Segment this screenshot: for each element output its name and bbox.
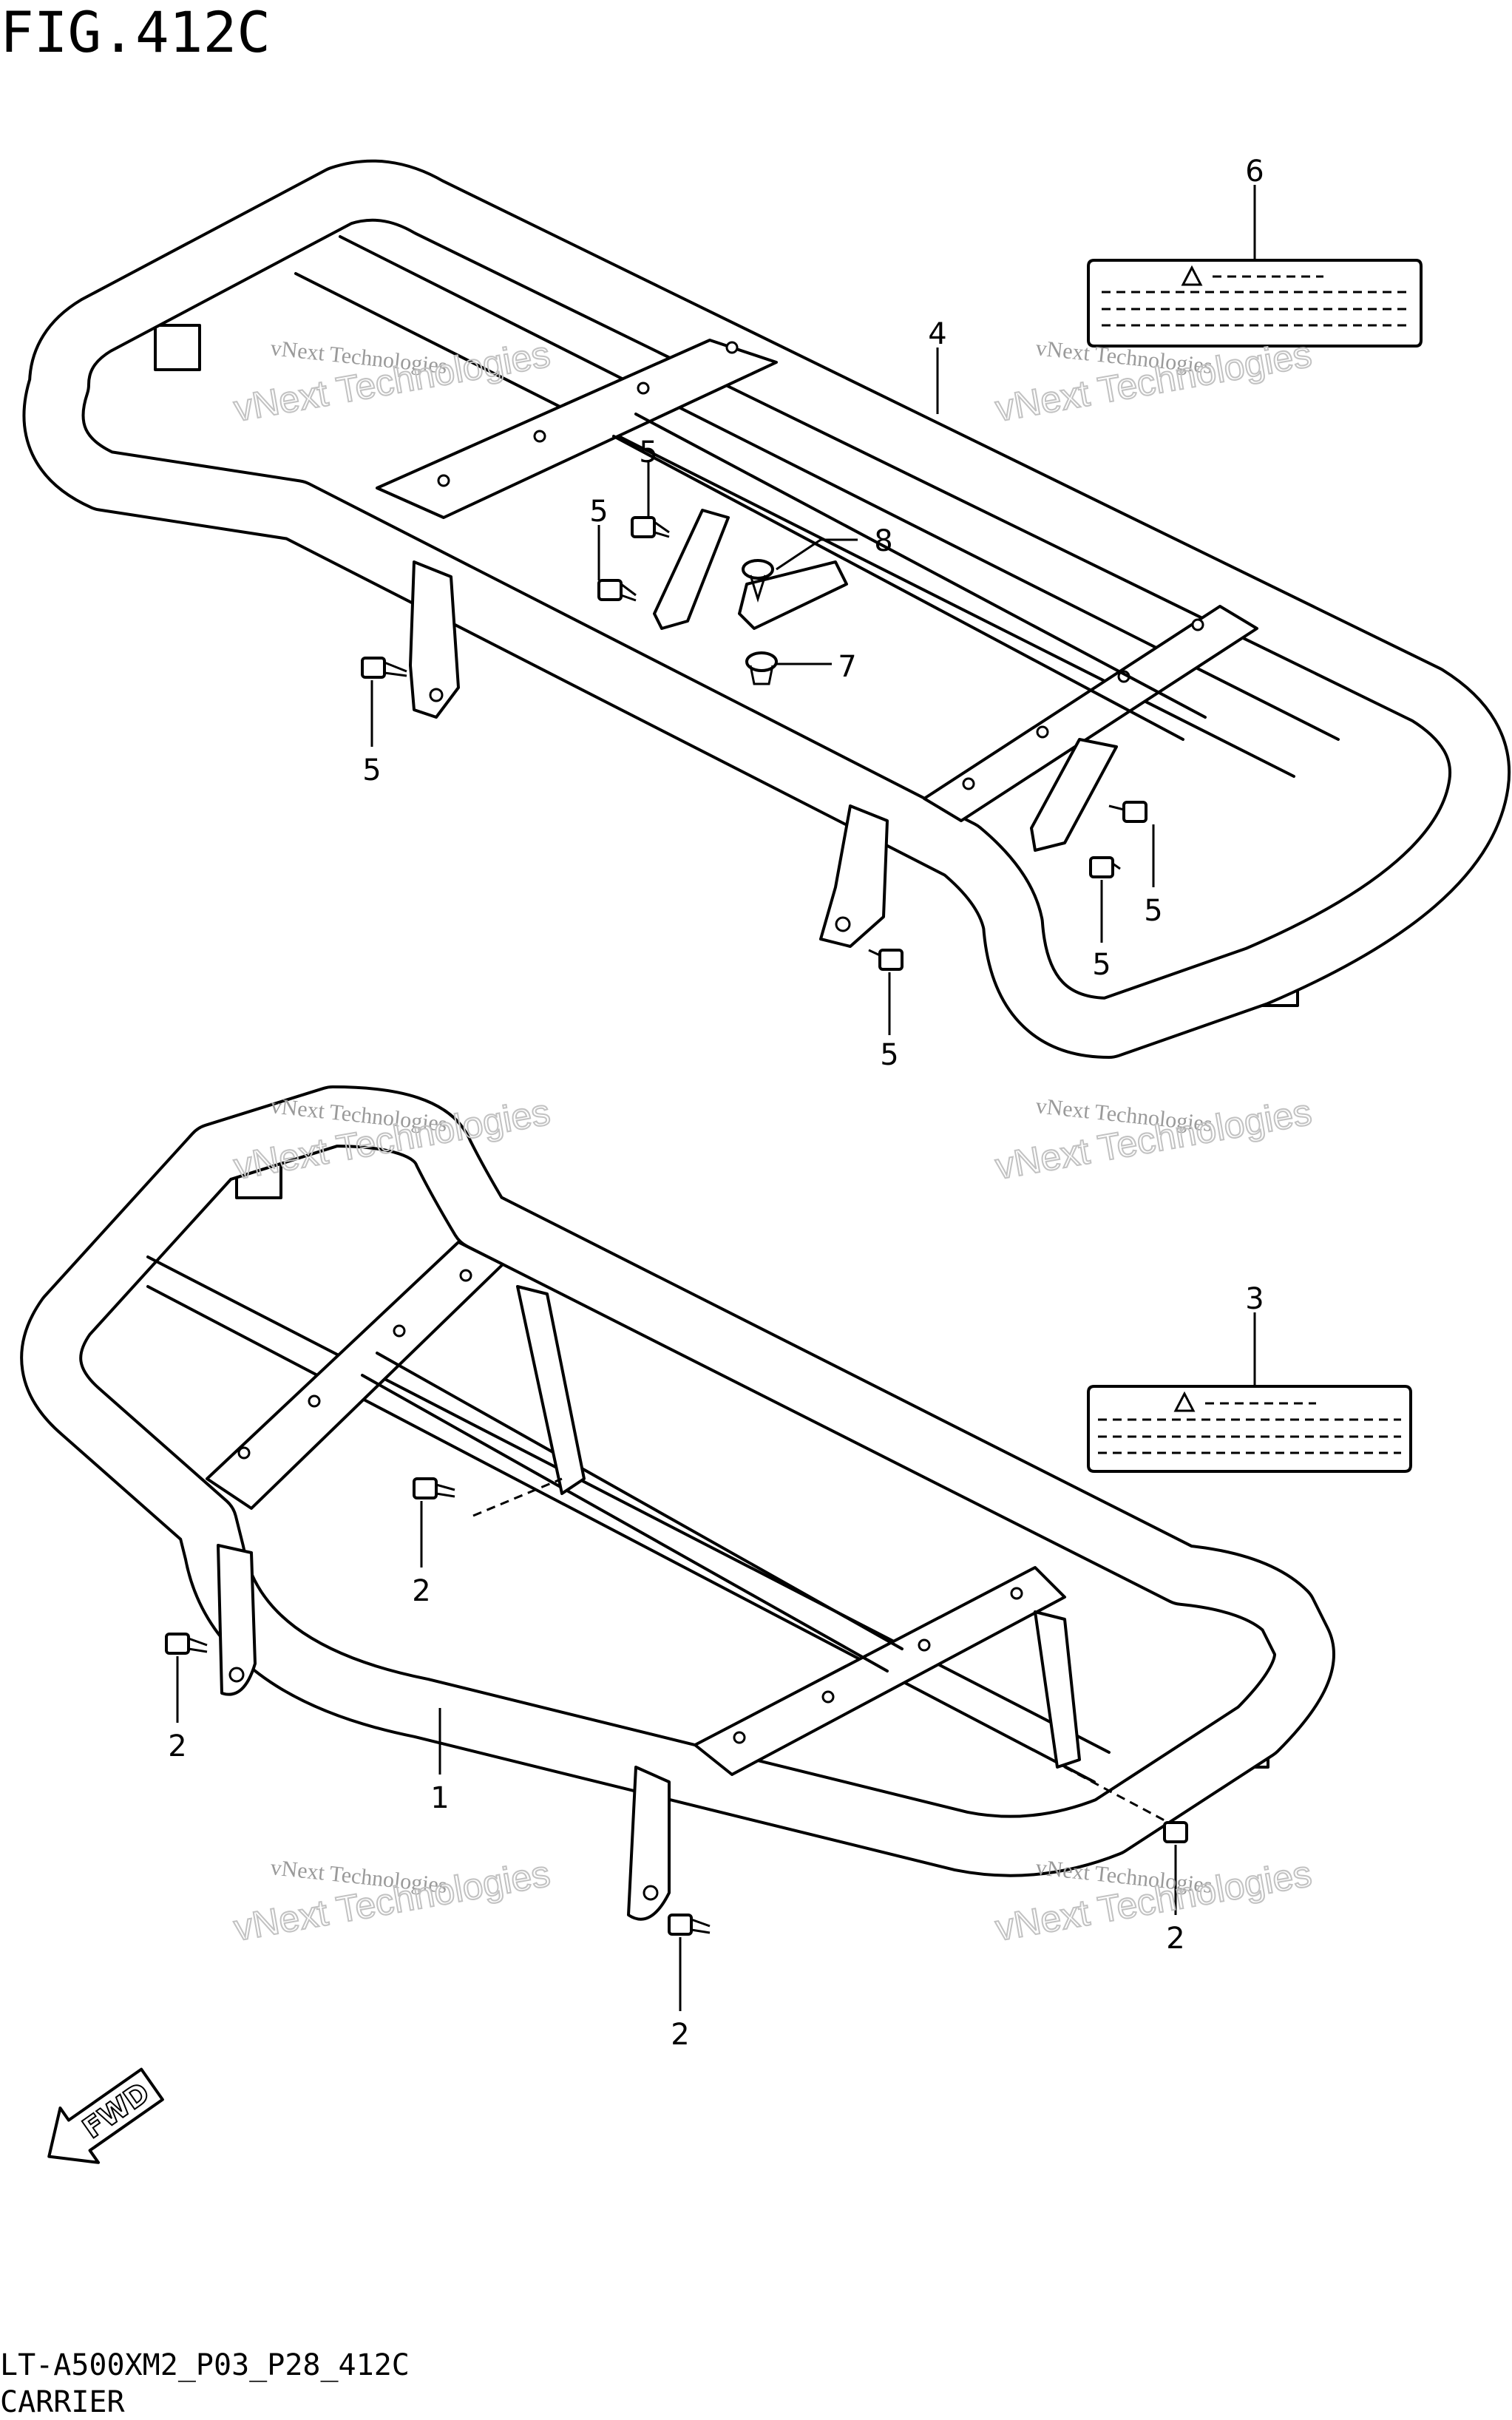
- nut-7: [745, 651, 778, 685]
- bolt-5-b: [631, 516, 670, 538]
- figure-title: FIG.412C: [0, 0, 271, 65]
- callout-5-c: 5: [362, 753, 381, 787]
- label-6-warning: [1087, 259, 1423, 348]
- lower-front-crossplate: [694, 1566, 1066, 1776]
- callout-6: 6: [1245, 155, 1264, 189]
- fwd-arrow: FWD: [47, 2067, 164, 2164]
- bolt-5-f: [868, 949, 904, 971]
- callout-numbers: 6 4 5 5 8 7 5 5 5 5 3 2 2 1 2 2: [168, 155, 1264, 2052]
- callout-2-d: 2: [671, 2018, 689, 2052]
- bolt-2-d: [668, 1914, 711, 1936]
- callout-2-b: 2: [168, 1729, 186, 1763]
- callout-1: 1: [430, 1781, 449, 1815]
- lower-inner-rail-2: [146, 1285, 1096, 1783]
- callout-leaders: [176, 185, 1256, 2011]
- lower-center-rail-2: [376, 1352, 904, 1650]
- lower-hidden-line: [1064, 1766, 1176, 1828]
- callout-5-d: 5: [1144, 894, 1162, 928]
- lower-inner-rail: [146, 1255, 1111, 1754]
- callout-4: 4: [928, 317, 946, 351]
- lower-rear-stay: [516, 1285, 586, 1495]
- callout-5-e: 5: [1092, 948, 1111, 982]
- callout-5-f: 5: [880, 1038, 898, 1072]
- upper-right-stay: [819, 804, 889, 948]
- upper-carrier-tube-inner: [25, 162, 1508, 1056]
- bolt-2-a: [413, 1477, 455, 1499]
- bolt-2-c: [1163, 1821, 1188, 1843]
- upper-center-bracket-left: [653, 509, 730, 630]
- fwd-arrow-shape: [47, 2067, 164, 2164]
- lower-left-leg: [217, 1544, 257, 1696]
- upper-left-stay: [409, 560, 460, 719]
- bolt-5-c: [597, 579, 637, 602]
- bolt-2-b: [165, 1633, 208, 1655]
- lower-front-leg: [627, 1766, 671, 1921]
- callout-5-a: 5: [639, 435, 657, 470]
- callout-3: 3: [1245, 1282, 1264, 1316]
- upper-front-bracket: [1030, 738, 1118, 852]
- callout-2-c: 2: [1166, 1922, 1184, 1956]
- callout-5-b: 5: [589, 495, 608, 529]
- lower-center-rail: [361, 1374, 889, 1672]
- section-name: CARRIER: [0, 2385, 125, 2419]
- lower-rear-crossplate: [206, 1241, 504, 1510]
- callout-8: 8: [874, 524, 892, 558]
- label-3-warning: [1087, 1385, 1412, 1473]
- upper-carrier: [22, 159, 1511, 1059]
- screw-8: [742, 559, 774, 603]
- upper-center-rail: [612, 435, 1184, 741]
- callout-2-a: 2: [412, 1574, 430, 1608]
- upper-center-bracket-right: [738, 560, 848, 630]
- bolt-5-d: [1108, 801, 1147, 823]
- callout-7: 7: [838, 650, 856, 684]
- upper-center-rail-2: [634, 413, 1207, 719]
- bolt-5-a: [361, 657, 407, 679]
- bolt-5-e: [1089, 856, 1121, 878]
- upper-rear-mount: [154, 324, 201, 371]
- lower-hidden-line-2: [472, 1477, 563, 1517]
- model-code: LT-A500XM2_P03_P28_412C: [0, 2348, 410, 2382]
- upper-rear-crossplate: [376, 339, 778, 519]
- upper-front-crossplate: [923, 605, 1258, 822]
- lower-front-stay: [1034, 1610, 1081, 1769]
- lower-carrier: [20, 1085, 1335, 1936]
